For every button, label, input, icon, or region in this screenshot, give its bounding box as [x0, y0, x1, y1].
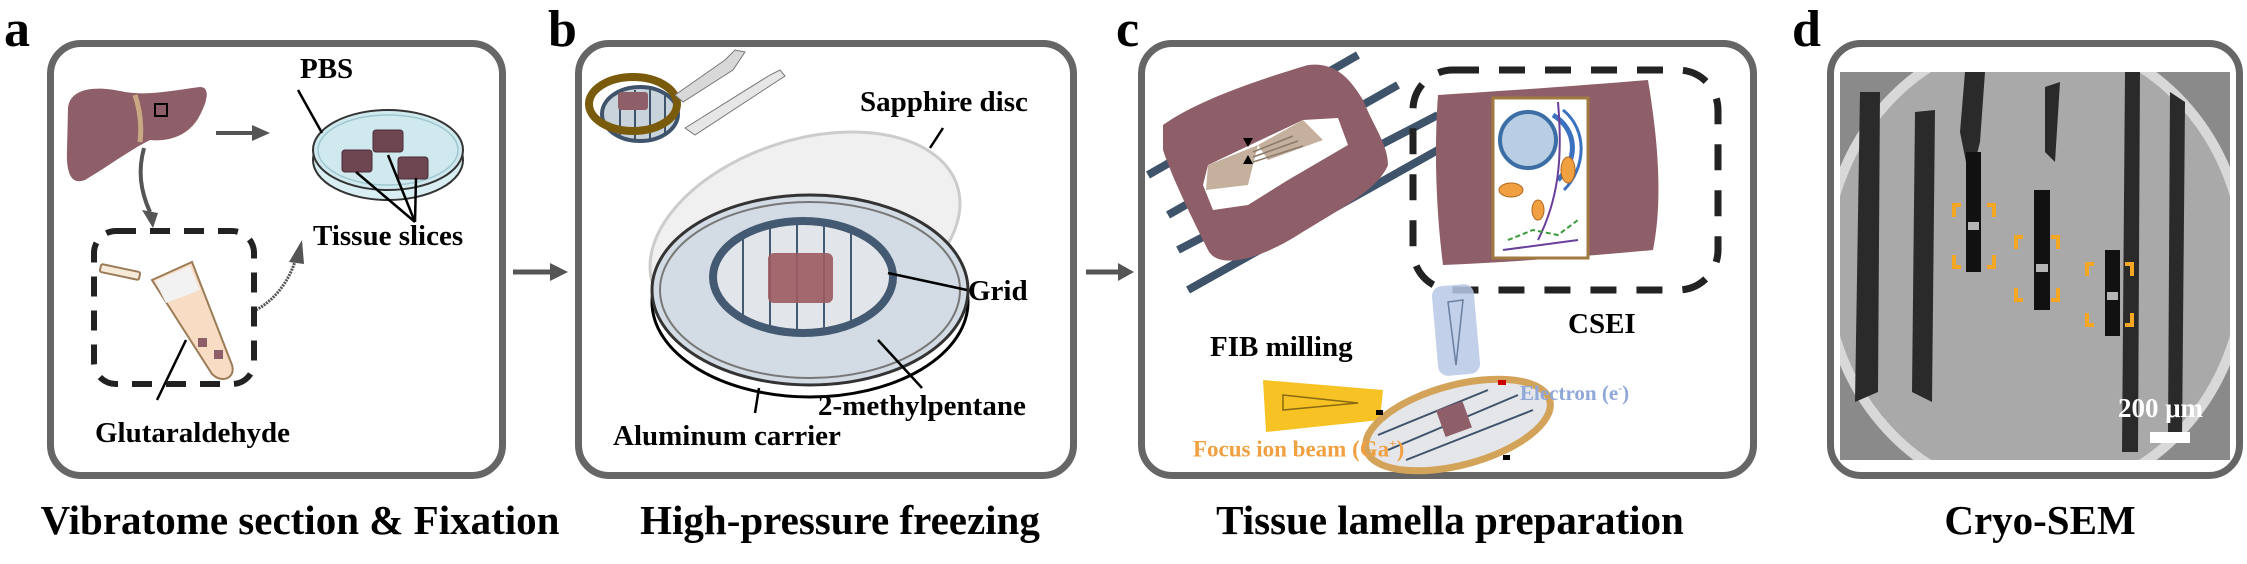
- dashed-box: [1409, 66, 1722, 294]
- label-aluminum-carrier: Aluminum carrier: [613, 420, 841, 452]
- panel-a-illustration: [66, 87, 464, 401]
- label-electron: Electron (e-): [1520, 381, 1630, 405]
- panel-c-illustration: [1146, 51, 1722, 475]
- arrow-icon: [138, 125, 304, 312]
- dashed-box: [91, 228, 257, 387]
- carrier-icon: [650, 193, 970, 399]
- panel-letter-b: b: [548, 1, 577, 58]
- label-csei: CSEI: [1568, 308, 1636, 340]
- panel-b-illustration: [585, 49, 970, 414]
- panel-letter-c: c: [1116, 1, 1140, 58]
- label-scale-bar: 200 μm: [2118, 393, 2204, 423]
- grid-holder-icon: [1362, 375, 1554, 475]
- caption-panel-a: Vibratome section & Fixation: [40, 497, 560, 543]
- electron-beam-icon: [1431, 284, 1481, 376]
- arrow-icon: [1086, 263, 1134, 281]
- liver-icon: [66, 87, 207, 182]
- sem-image: [1840, 72, 2230, 460]
- leader-lines: [155, 89, 418, 401]
- caption-panel-c: Tissue lamella preparation: [1216, 497, 1684, 543]
- panel-letter-d: d: [1792, 1, 1821, 58]
- caption-panel-b: High-pressure freezing: [640, 497, 1040, 543]
- ion-beam-icon: [1263, 380, 1383, 432]
- caption-panel-d: Cryo-SEM: [1944, 497, 2136, 543]
- roi-bracket: [1952, 203, 2134, 327]
- scale-bar: [2150, 432, 2190, 443]
- panel-letter-a: a: [4, 1, 30, 58]
- grid-holder-icon: [585, 49, 786, 143]
- arrow-icon: [513, 263, 568, 281]
- label-focus-ion-beam: Focus ion beam (Ga+): [1193, 436, 1405, 462]
- label-grid: Grid: [968, 275, 1028, 307]
- label-fib-milling: FIB milling: [1210, 331, 1353, 363]
- label-glutaraldehyde: Glutaraldehyde: [95, 417, 290, 449]
- tissue-block-icon: [1163, 64, 1388, 261]
- petri-dish-icon: [312, 109, 464, 201]
- label-2-methylpentane: 2-methylpentane: [818, 390, 1026, 422]
- cell-icon: [1435, 80, 1659, 265]
- label-sapphire-disc: Sapphire disc: [860, 86, 1028, 118]
- tube-icon: [98, 260, 234, 380]
- label-pbs: PBS: [300, 53, 354, 85]
- label-tissue-slices: Tissue slices: [313, 220, 464, 252]
